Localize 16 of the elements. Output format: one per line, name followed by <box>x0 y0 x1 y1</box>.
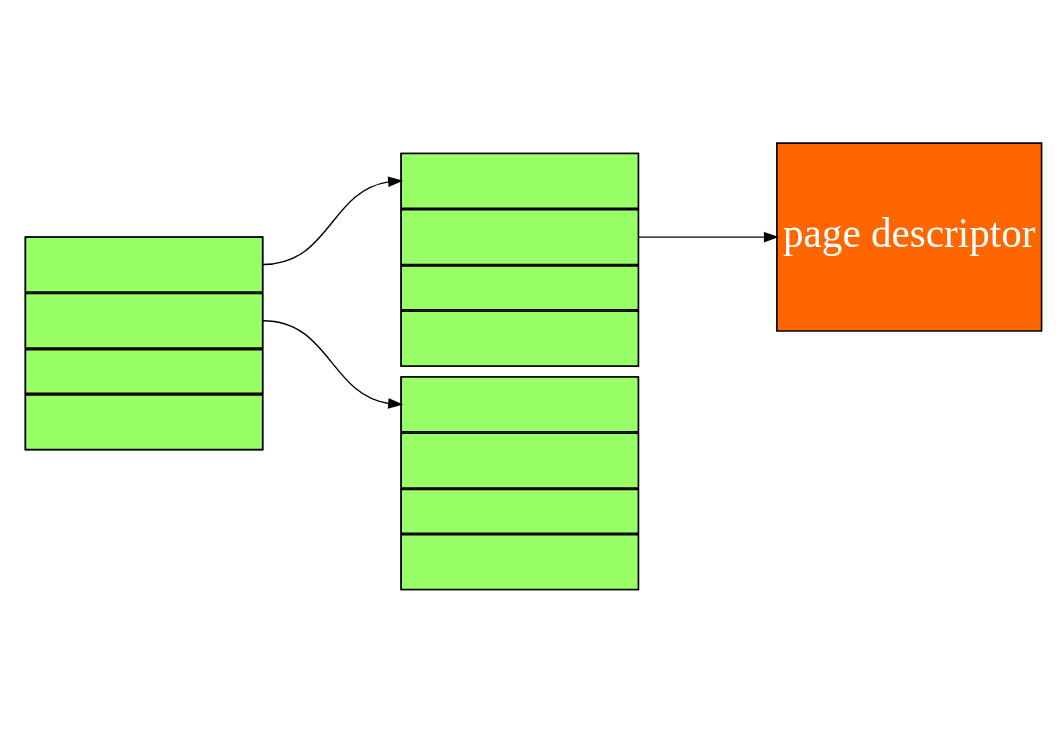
node-box <box>24 292 264 349</box>
arrow <box>261 176 404 266</box>
node-box <box>400 376 640 433</box>
node-box <box>400 265 640 311</box>
node-box: page descriptor <box>776 142 1043 332</box>
node-box <box>400 533 640 591</box>
node-box <box>400 152 640 210</box>
node-box <box>400 488 640 535</box>
node-box <box>24 348 264 395</box>
node-box <box>400 432 640 489</box>
node-box <box>24 394 264 451</box>
arrow <box>637 231 779 243</box>
node-box <box>24 236 264 293</box>
node-box <box>400 310 640 367</box>
arrow <box>261 320 404 409</box>
node-box <box>400 208 640 266</box>
